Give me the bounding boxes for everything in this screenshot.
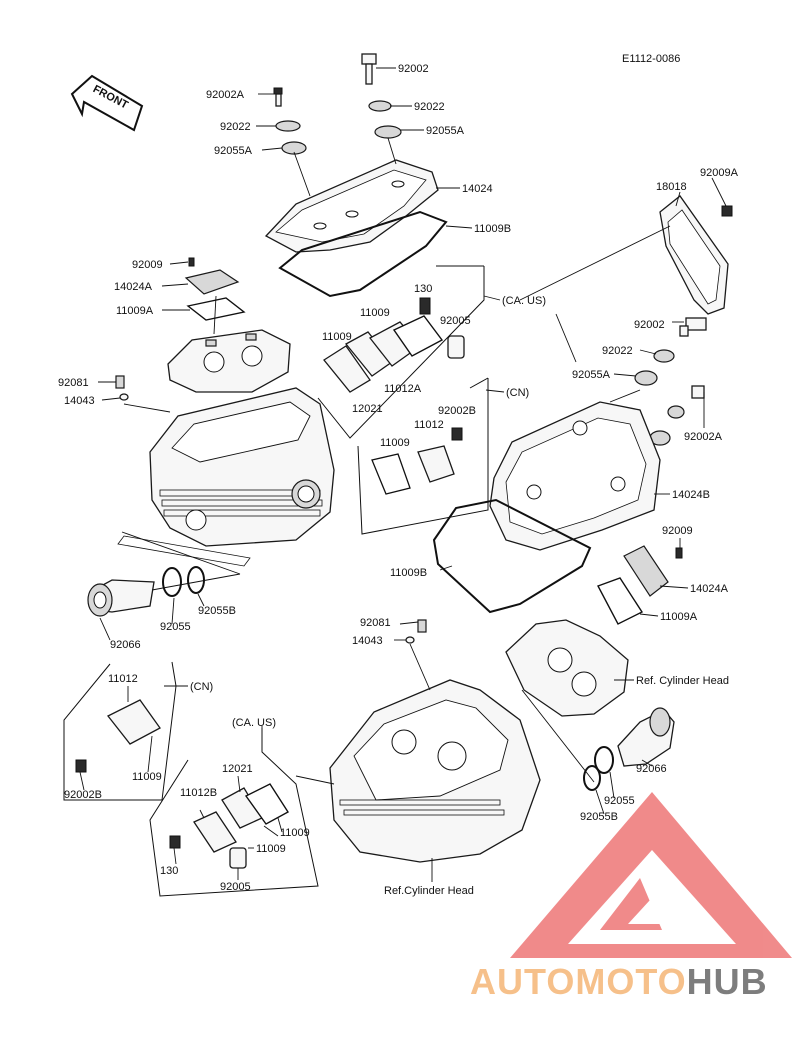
label-92005-bottom: 92005 bbox=[220, 881, 251, 893]
brand-logo bbox=[510, 792, 792, 958]
label-92081-top: 92081 bbox=[58, 377, 89, 389]
label-92005-top: 92005 bbox=[440, 315, 471, 327]
label-92009a: 92009A bbox=[700, 167, 739, 179]
label-92022-top-right: 92022 bbox=[414, 101, 445, 113]
label-130-bottom: 130 bbox=[160, 865, 178, 877]
label-92055-left: 92055 bbox=[160, 621, 191, 633]
label-12021-bottom: 12021 bbox=[222, 763, 253, 775]
label-92002a-top: 92002A bbox=[206, 89, 245, 101]
reed-valve-group-ca-us-top bbox=[323, 297, 465, 393]
label-92002-top: 92002 bbox=[398, 63, 429, 75]
label-11009a-right: 11009A bbox=[660, 611, 698, 623]
group-cn-bottom: (CN) bbox=[190, 681, 213, 693]
ref-cylinder-head-bottom: Ref.Cylinder Head bbox=[384, 885, 474, 897]
label-11012-mid: 11012 bbox=[414, 419, 444, 431]
label-11009-bottom-r1: 11009 bbox=[280, 827, 310, 839]
right-cover-fasteners bbox=[634, 317, 707, 446]
reference-labels: Ref. Cylinder Head Ref.Cylinder Head bbox=[384, 675, 729, 897]
label-92009-right: 92009 bbox=[662, 525, 693, 537]
label-11009b-top: 11009B bbox=[474, 223, 511, 235]
leader-lines bbox=[79, 67, 727, 882]
label-92055-right: 92055 bbox=[604, 795, 635, 807]
label-92055a-top-right: 92055A bbox=[426, 125, 465, 137]
cover-gasket-11009b-right bbox=[432, 498, 592, 614]
label-92066-right: 92066 bbox=[636, 763, 667, 775]
reed-valve-group-ca-us-bottom bbox=[169, 783, 289, 869]
label-92002a-right: 92002A bbox=[684, 431, 723, 443]
label-11009-bottom-left: 11009 bbox=[132, 771, 162, 783]
air-cover-group-cn-top bbox=[371, 427, 463, 495]
head-cover-14024 bbox=[264, 159, 439, 253]
label-14024a-right: 14024A bbox=[690, 583, 729, 595]
label-92055a-right: 92055A bbox=[572, 369, 611, 381]
group-brackets bbox=[63, 265, 489, 897]
label-92009-left: 92009 bbox=[132, 259, 163, 271]
part-number-labels: 92002 92002A 92022 92022 92055A 92055A 1… bbox=[58, 63, 739, 893]
label-11009a-left: 11009A bbox=[116, 305, 154, 317]
group-ca-us-top: (CA. US) bbox=[502, 295, 546, 307]
label-92081-bottom: 92081 bbox=[360, 617, 391, 629]
label-11009-b: 11009 bbox=[322, 331, 352, 343]
brand-wordmark-part2: HUB bbox=[686, 961, 768, 1002]
chain-guide-18018 bbox=[659, 195, 733, 315]
air-cover-group-cn-bottom bbox=[75, 699, 161, 773]
label-12021-top: 12021 bbox=[352, 403, 383, 415]
intake-right bbox=[583, 707, 675, 791]
label-14024a-left: 14024A bbox=[114, 281, 153, 293]
cam-holder-right bbox=[505, 619, 629, 717]
drawing-id: E1112-0086 bbox=[622, 53, 680, 65]
label-11012b: 11012B bbox=[180, 787, 217, 799]
label-14024b: 14024B bbox=[672, 489, 710, 501]
cover-gasket-11009b bbox=[278, 210, 448, 298]
label-92055a-top-left: 92055A bbox=[214, 145, 253, 157]
label-92066-left: 92066 bbox=[110, 639, 141, 651]
group-cn-top: (CN) bbox=[506, 387, 529, 399]
brand-wordmark-part1: AUTOMOTO bbox=[470, 961, 687, 1002]
label-11009b-right: 11009B bbox=[390, 567, 427, 579]
front-arrow: FRONT bbox=[70, 74, 144, 132]
label-92022-right: 92022 bbox=[602, 345, 633, 357]
group-labels: (CA. US) (CN) (CN) (CA. US) bbox=[190, 295, 546, 729]
small-cover-left bbox=[184, 257, 246, 321]
label-130-top: 130 bbox=[414, 283, 432, 295]
label-14043-top: 14043 bbox=[64, 395, 95, 407]
label-92055b-left: 92055B bbox=[198, 605, 236, 617]
label-92055b-right: 92055B bbox=[580, 811, 618, 823]
label-92002b-mid: 92002B bbox=[438, 405, 476, 417]
label-92022-top-left: 92022 bbox=[220, 121, 251, 133]
small-cover-right bbox=[597, 545, 683, 625]
label-14024: 14024 bbox=[462, 183, 493, 195]
head-cover-14024b bbox=[489, 401, 661, 551]
label-92002b-bottom: 92002B bbox=[64, 789, 102, 801]
brand-wordmark: AUTOMOTOHUB bbox=[470, 962, 795, 1002]
label-11009-a: 11009 bbox=[360, 307, 390, 319]
cylinder-head-lower bbox=[329, 679, 541, 863]
ref-cylinder-head-right: Ref. Cylinder Head bbox=[636, 675, 729, 687]
label-18018: 18018 bbox=[656, 181, 687, 193]
label-11009-mid: 11009 bbox=[380, 437, 410, 449]
label-11009-bottom-r2: 11009 bbox=[256, 843, 286, 855]
label-92002-right: 92002 bbox=[634, 319, 665, 331]
label-14043-bottom: 14043 bbox=[352, 635, 383, 647]
label-11012a: 11012A bbox=[384, 383, 422, 395]
top-cover-fasteners bbox=[273, 53, 402, 155]
label-11012-bottom: 11012 bbox=[108, 673, 138, 685]
intake-left bbox=[87, 566, 205, 617]
group-ca-us-bottom: (CA. US) bbox=[232, 717, 276, 729]
cam-holder-left bbox=[167, 329, 291, 393]
cylinder-head-upper bbox=[149, 387, 335, 547]
